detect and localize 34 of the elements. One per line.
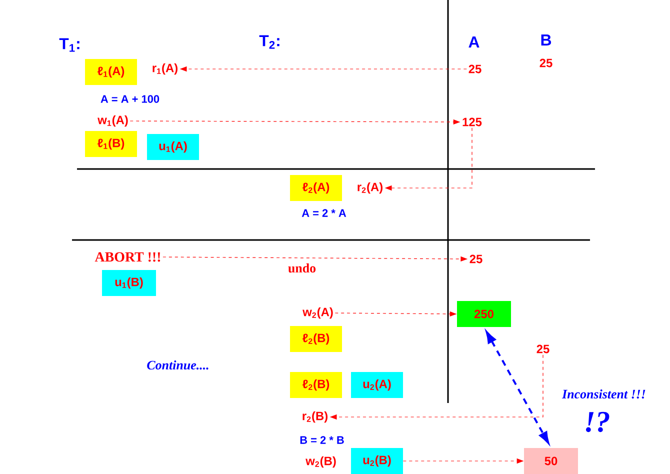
operation-text: w$_{1}$(A) [98, 115, 128, 127]
unlock-box: u$_{2}$(A) [351, 372, 403, 398]
value-box: 250 [457, 301, 511, 327]
value-label: 125 [462, 118, 482, 126]
value-label: 25 [536, 344, 550, 354]
column-heading: T$_{2}$: [259, 35, 280, 49]
unlock-box: u$_{1}$(A) [147, 134, 199, 160]
value-label: 25 [470, 254, 482, 264]
note-text: Continue.... [147, 360, 208, 370]
column-heading: A [468, 36, 480, 48]
assignment-text: B = 2 * B [300, 436, 344, 444]
lock-box: ℓ$_{2}$(B) [290, 372, 342, 398]
lock-box: ℓ$_{1}$(B) [85, 131, 137, 157]
operation-text: r$_{2}$(B) [302, 411, 328, 423]
value-label: 25 [468, 64, 482, 74]
unlock-box: u$_{1}$(B) [102, 270, 156, 296]
lock-box: ℓ$_{2}$(B) [290, 326, 342, 352]
value-label: 25 [540, 58, 552, 68]
value-box: 50 [524, 448, 578, 474]
note-text: Inconsistent !!! [562, 389, 646, 399]
operation-text: w$_{2}$(B) [306, 456, 336, 468]
operation-text: r$_{1}$(A) [152, 63, 178, 75]
column-heading: T$_{1}$: [59, 38, 80, 52]
edge-label: undo [286, 262, 318, 274]
operation-text: w$_{2}$(A) [302, 307, 333, 319]
exclamation-mark: !? [586, 412, 610, 432]
operation-text: r$_{2}$(A) [358, 182, 382, 194]
lock-box: ℓ$_{1}$(A) [85, 59, 137, 85]
lock-box: ℓ$_{2}$(A) [290, 175, 342, 201]
column-heading: B [541, 34, 552, 46]
assignment-text: A = A + 100 [100, 95, 160, 103]
double-arrow [486, 331, 550, 444]
unlock-box: u$_{2}$(B) [351, 448, 403, 474]
abort-text: ABORT !!! [94, 252, 160, 262]
